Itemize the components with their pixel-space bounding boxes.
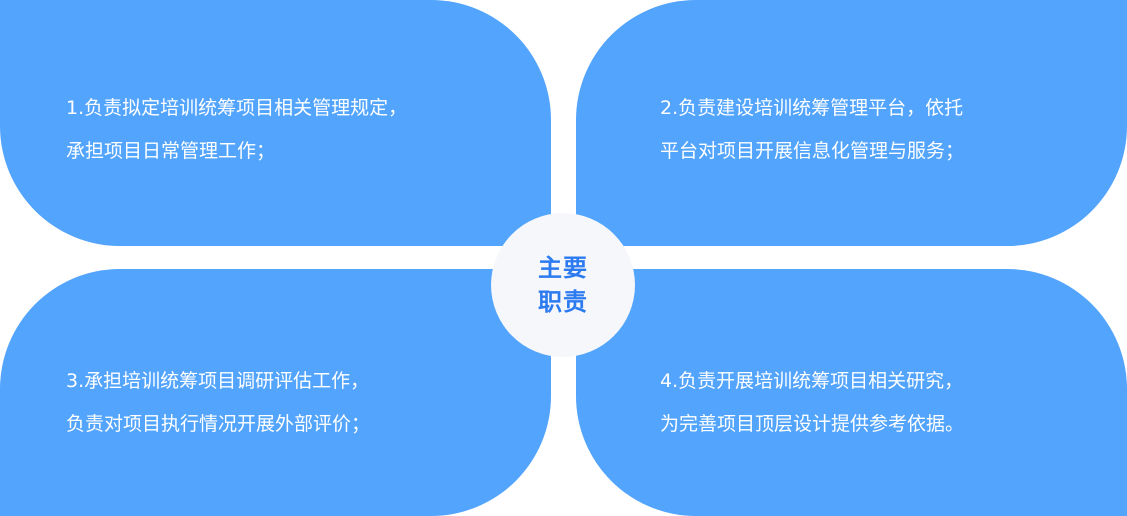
responsibility-2-line-1: 2.负责建设培训统筹管理平台，依托 [660, 97, 964, 119]
responsibility-text-3: 3.承担培训统筹项目调研评估工作， 负责对项目执行情况开展外部评价； [66, 360, 370, 446]
responsibility-card-2: 2.负责建设培训统筹管理平台，依托 平台对项目开展信息化管理与服务； [576, 0, 1127, 246]
responsibility-1-line-2: 承担项目日常管理工作； [66, 140, 276, 162]
responsibility-text-1: 1.负责拟定培训统筹项目相关管理规定， 承担项目日常管理工作； [66, 87, 407, 173]
responsibility-2-line-2: 平台对项目开展信息化管理与服务； [660, 140, 965, 162]
responsibility-4-line-2: 为完善项目顶层设计提供参考依据。 [660, 413, 965, 435]
responsibility-4-line-1: 4.负责开展培训统筹项目相关研究， [660, 370, 964, 392]
responsibility-text-2: 2.负责建设培训统筹管理平台，依托 平台对项目开展信息化管理与服务； [660, 87, 964, 173]
responsibility-card-4: 4.负责开展培训统筹项目相关研究， 为完善项目顶层设计提供参考依据。 [576, 269, 1127, 516]
responsibility-card-3: 3.承担培训统筹项目调研评估工作， 负责对项目执行情况开展外部评价； [0, 269, 551, 516]
responsibility-1-line-1: 1.负责拟定培训统筹项目相关管理规定， [66, 97, 408, 119]
responsibility-3-line-1: 3.承担培训统筹项目调研评估工作， [66, 370, 370, 392]
center-label-line-2: 职责 [538, 288, 588, 316]
center-badge: 主要 职责 [491, 213, 635, 357]
responsibility-3-line-2: 负责对项目执行情况开展外部评价； [66, 413, 371, 435]
responsibility-card-1: 1.负责拟定培训统筹项目相关管理规定， 承担项目日常管理工作； [0, 0, 551, 246]
responsibility-text-4: 4.负责开展培训统筹项目相关研究， 为完善项目顶层设计提供参考依据。 [660, 360, 964, 446]
center-label-line-1: 主要 [538, 254, 588, 282]
